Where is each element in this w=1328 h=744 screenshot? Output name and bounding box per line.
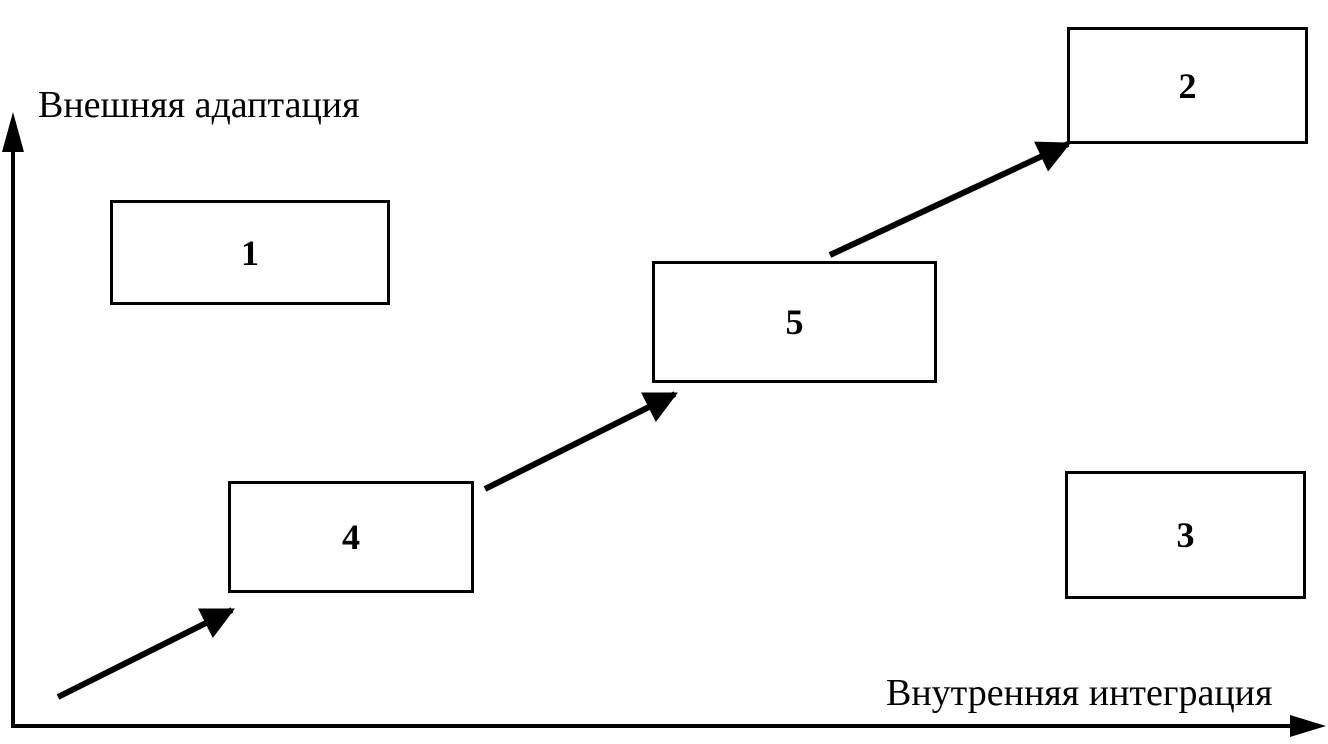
box-4: 4 [228,481,474,593]
box-1: 1 [110,200,390,305]
x-axis-arrowhead [1290,715,1326,737]
box-3-label: 3 [1176,515,1195,555]
box-2: 2 [1067,27,1308,144]
box-1-label: 1 [241,232,259,273]
y-axis-arrowhead [2,112,24,152]
arrow-5-to-2 [828,141,1071,258]
box-5-label: 5 [785,302,804,342]
box-3: 3 [1065,471,1306,599]
box-4-label: 4 [342,517,360,557]
box-5: 5 [652,261,937,383]
box-2-label: 2 [1178,65,1197,106]
x-axis-label: Внутренняя интеграция [886,672,1273,714]
y-axis-label: Внешняя адаптация [38,84,360,126]
arrow-4-to-5 [483,391,678,492]
arrow-origin-to-4 [56,607,235,700]
